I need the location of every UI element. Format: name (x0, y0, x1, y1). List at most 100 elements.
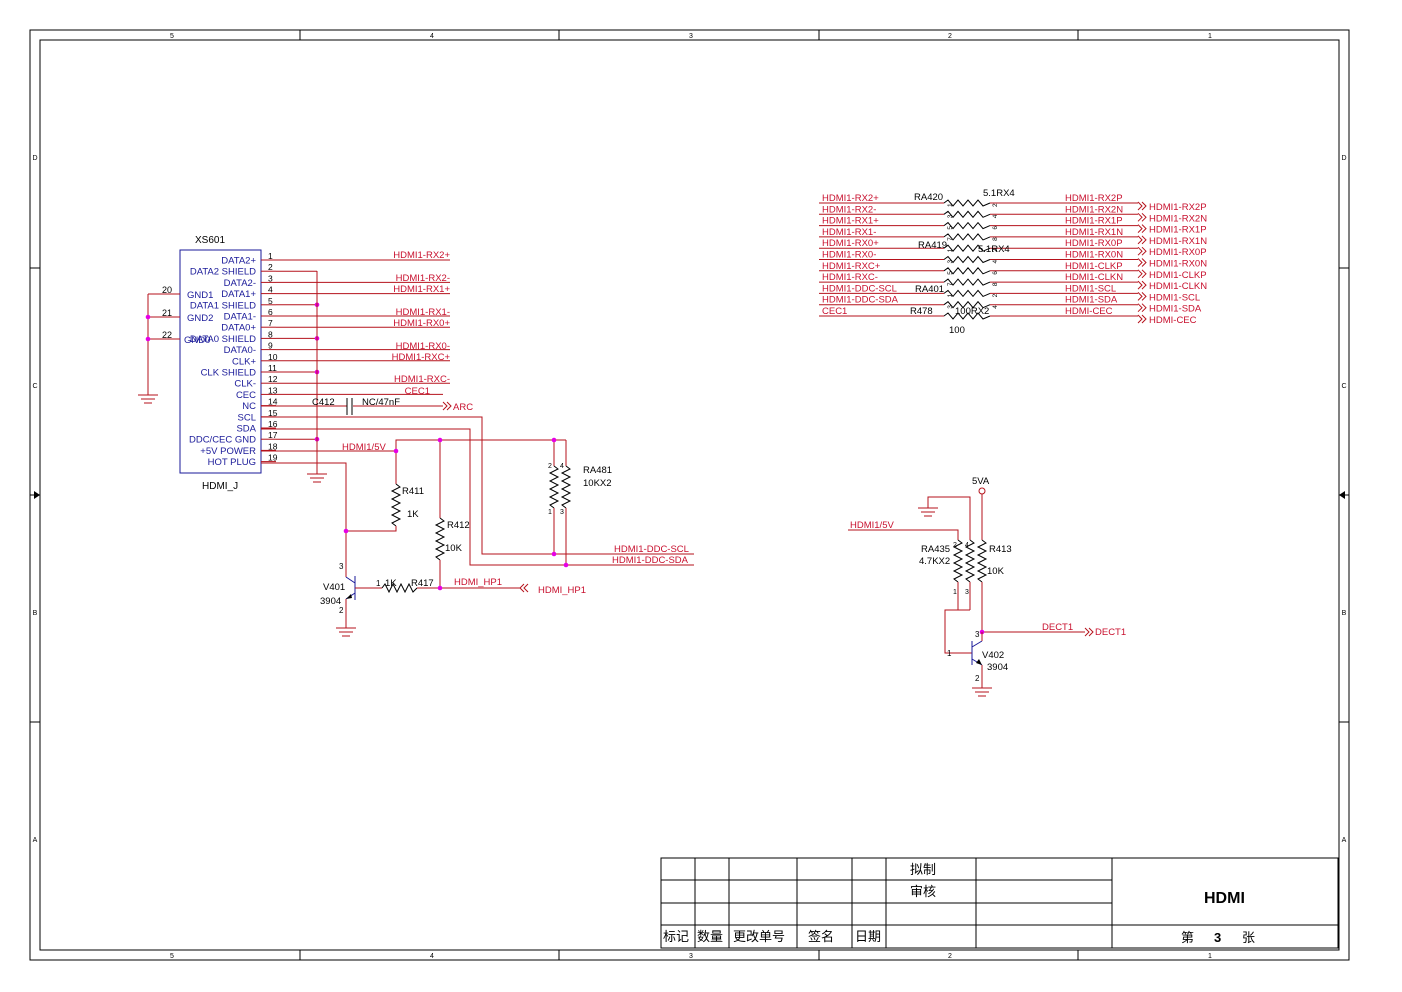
pin-number: 3 (339, 562, 344, 571)
net-label: HDMI1-RX2+ (393, 250, 450, 261)
net-label: HDMI1-RXC- (394, 374, 450, 385)
net-label: HDMI1-RX1+ (393, 284, 450, 295)
col-sign-label: 签名 (808, 929, 834, 944)
ground-symbol (972, 687, 992, 697)
pin-number: 2 (992, 248, 999, 252)
ra420-ref: RA420 (914, 192, 943, 203)
series-resistor (943, 255, 991, 264)
col-label: 2 (948, 953, 952, 960)
connector-pin-name: DDC/CEC GND (189, 435, 256, 446)
series-port-label: HDMI1-RX2N (1149, 213, 1207, 224)
series-left-net: HDMI1-RX0+ (822, 238, 879, 249)
row-label: B (1342, 610, 1347, 617)
port-arrow (1137, 292, 1143, 301)
port-arrow (1141, 246, 1147, 256)
connector-pin-number: 9 (268, 341, 273, 351)
connector-gnd-pins: GND1 GND2 GND0 20 21 22 (138, 285, 213, 404)
series-resistor (943, 267, 991, 275)
r413-ref: R413 (989, 544, 1012, 555)
series-port-label: HDMI1-SDA (1149, 304, 1202, 315)
pin-number: 2 (992, 293, 999, 297)
pin-number: 2 (975, 674, 980, 683)
ddc-circuit: HDMI1-DDC-SCL HDMI1-DDC-SDA HDMI1/5V 2 4… (261, 416, 694, 568)
r478-value: 100 (949, 325, 965, 336)
sheet-suffix: 张 (1242, 930, 1255, 945)
connector-ref: XS601 (195, 235, 225, 246)
ground-symbol (307, 473, 327, 483)
series-right-net: HDMI-CEC (1065, 306, 1113, 317)
r417-ref: R417 (411, 578, 434, 589)
connector-pin-name: DATA2 SHIELD (190, 267, 256, 278)
connector-part: HDMI_J (202, 481, 238, 492)
hp-net: HDMI_HP1 (454, 577, 502, 588)
connector-pin-name: CLK SHIELD (201, 368, 257, 379)
pin-number: 7 (947, 282, 954, 286)
net-label: HDMI1-RX1- (396, 307, 450, 318)
supply-label: HDMI1/5V (342, 442, 386, 453)
series-right-net: HDMI1-RX2P (1065, 193, 1123, 204)
connector-pin-number: 16 (268, 419, 278, 429)
col-date-label: 日期 (855, 929, 881, 944)
series-port-label: HDMI1-RX2P (1149, 202, 1207, 213)
ra481-value: 10KX2 (583, 478, 612, 489)
pin-number: 1 (947, 293, 954, 297)
pin-number: 3 (947, 214, 954, 218)
pin-number: 1 (376, 579, 381, 588)
connector-pin-name: HOT PLUG (208, 457, 256, 468)
pin-number: 1 (947, 203, 954, 207)
series-resistor (943, 300, 991, 309)
hotplug-circuit: R411 1K R412 10K V401 3904 1 3 2 1K R417 (261, 437, 586, 637)
series-resistor (943, 210, 991, 219)
series-right-net: HDMI1-RX0N (1065, 250, 1123, 261)
connector-pin-number: 4 (268, 285, 273, 295)
r411-ref: R411 (402, 486, 424, 497)
off-page-connector (519, 583, 529, 593)
connector-pin-number: 19 (268, 453, 278, 463)
series-port-label: HDMI1-CLKP (1149, 270, 1207, 281)
ra419-value: 5.1RX4 (978, 244, 1010, 255)
ground-symbol (138, 394, 158, 404)
pin-number: 2 (953, 542, 957, 549)
connector-pin-number: 2 (268, 262, 273, 272)
connector-pin-name: NC (242, 401, 256, 412)
series-left-net: CEC1 (822, 306, 847, 317)
r412-ref: R412 (447, 520, 470, 531)
pin-number: 5 (947, 271, 954, 275)
ra420-value: 5.1RX4 (983, 188, 1015, 199)
col-label: 2 (948, 33, 952, 40)
col-label: 5 (170, 33, 174, 40)
series-resistor (943, 221, 991, 230)
connector-pin-number: 8 (268, 329, 273, 339)
connector-pin-number: 13 (268, 385, 278, 395)
review-label: 审核 (910, 884, 936, 899)
off-page-connector (1084, 627, 1094, 637)
pin-number: 2 (992, 203, 999, 207)
series-resistor (943, 233, 991, 241)
port-arrow (1137, 212, 1143, 222)
port-arrow (1137, 269, 1143, 279)
arc-circuit: C412 NC/47nF ARC (261, 397, 473, 415)
connector-pin-number: 7 (268, 318, 273, 328)
gnd-pin-name: GND2 (187, 313, 213, 324)
connector-pin-name: DATA2+ (221, 256, 256, 267)
pin-number: 1 (548, 509, 552, 516)
port-arrow (1137, 258, 1143, 267)
connector-pin-name: SCL (238, 412, 256, 423)
connector-pin-number: 12 (268, 374, 278, 384)
port-arrow (1141, 280, 1147, 290)
net-label: HDMI1-RXC+ (392, 352, 451, 363)
series-left-net: HDMI1-RX1- (822, 227, 876, 238)
pin-number: 1 (947, 649, 952, 658)
title-block: 拟制 审核 标记 数量 更改单号 签名 日期 第 张 3 HDMI (660, 857, 1339, 949)
port-arrow (1141, 235, 1147, 245)
pin-number: 3 (560, 509, 564, 516)
v402-value: 3904 (987, 662, 1008, 673)
pin-number: 2 (339, 606, 344, 615)
r411-value: 1K (407, 509, 419, 520)
gnd-pin-number: 21 (162, 308, 172, 318)
port-arrow (1141, 269, 1147, 279)
pin-number: 4 (560, 463, 564, 470)
connector-pin-name: DATA0 SHIELD (190, 334, 256, 345)
